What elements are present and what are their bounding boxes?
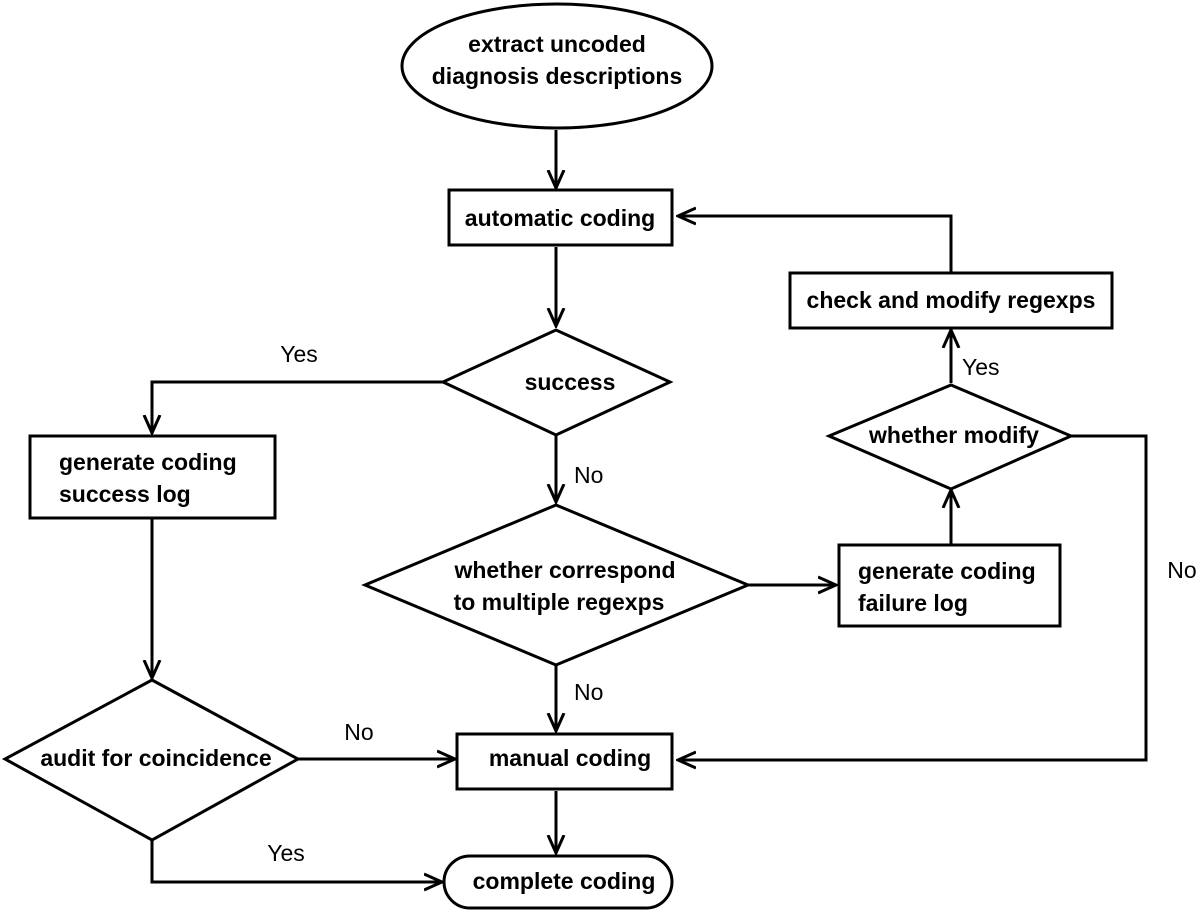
edge-check-to-auto xyxy=(678,216,953,273)
label-correspond-no: No xyxy=(574,679,603,705)
label-modify-no: No xyxy=(1167,557,1196,583)
node-complete-coding: complete coding xyxy=(442,854,674,910)
node-whether-correspond-line2: to multiple regexps xyxy=(454,589,665,615)
label-success-yes: Yes xyxy=(280,341,318,367)
node-success-label: success xyxy=(525,369,616,395)
node-automatic-coding: automatic coding xyxy=(447,188,674,247)
node-audit-coincidence: audit for coincidence xyxy=(1,678,302,842)
edge-success-yes xyxy=(152,380,444,433)
edge-audit-yes xyxy=(150,841,442,882)
node-generate-failure-log: generate coding failure log xyxy=(837,543,1062,628)
node-whether-correspond: whether correspond to multiple regexps xyxy=(361,503,752,667)
label-modify-yes: Yes xyxy=(962,354,1000,380)
label-audit-no: No xyxy=(344,719,373,745)
edge-labels: Yes No Yes No No No Yes xyxy=(267,341,1196,866)
node-audit-coincidence-label: audit for coincidence xyxy=(40,745,271,771)
node-check-modify-regexps-label: check and modify regexps xyxy=(807,287,1096,313)
edges xyxy=(150,130,1148,882)
node-generate-failure-log-line1: generate coding xyxy=(858,558,1036,584)
node-generate-success-log-line2: success log xyxy=(59,481,191,507)
node-generate-success-log: generate coding success log xyxy=(28,434,277,520)
node-whether-modify: whether modify xyxy=(825,383,1075,491)
node-manual-coding-label: manual coding xyxy=(489,745,651,771)
node-check-modify-regexps: check and modify regexps xyxy=(788,271,1114,330)
node-generate-failure-log-line2: failure log xyxy=(858,590,968,616)
node-extract-uncoded: extract uncoded diagnosis descriptions xyxy=(400,2,714,130)
node-generate-success-log-line1: generate coding xyxy=(59,449,237,475)
node-manual-coding: manual coding xyxy=(455,732,674,791)
node-automatic-coding-label: automatic coding xyxy=(465,205,655,231)
node-extract-uncoded-line1: extract uncoded xyxy=(468,31,646,57)
node-extract-uncoded-line2: diagnosis descriptions xyxy=(432,63,683,89)
node-whether-correspond-line1: whether correspond xyxy=(453,557,675,583)
label-success-no: No xyxy=(574,462,603,488)
node-whether-modify-label: whether modify xyxy=(868,422,1039,448)
label-audit-yes: Yes xyxy=(267,840,305,866)
edge-modify-no xyxy=(678,434,1148,760)
node-success: success xyxy=(439,328,674,437)
node-complete-coding-label: complete coding xyxy=(473,868,656,894)
